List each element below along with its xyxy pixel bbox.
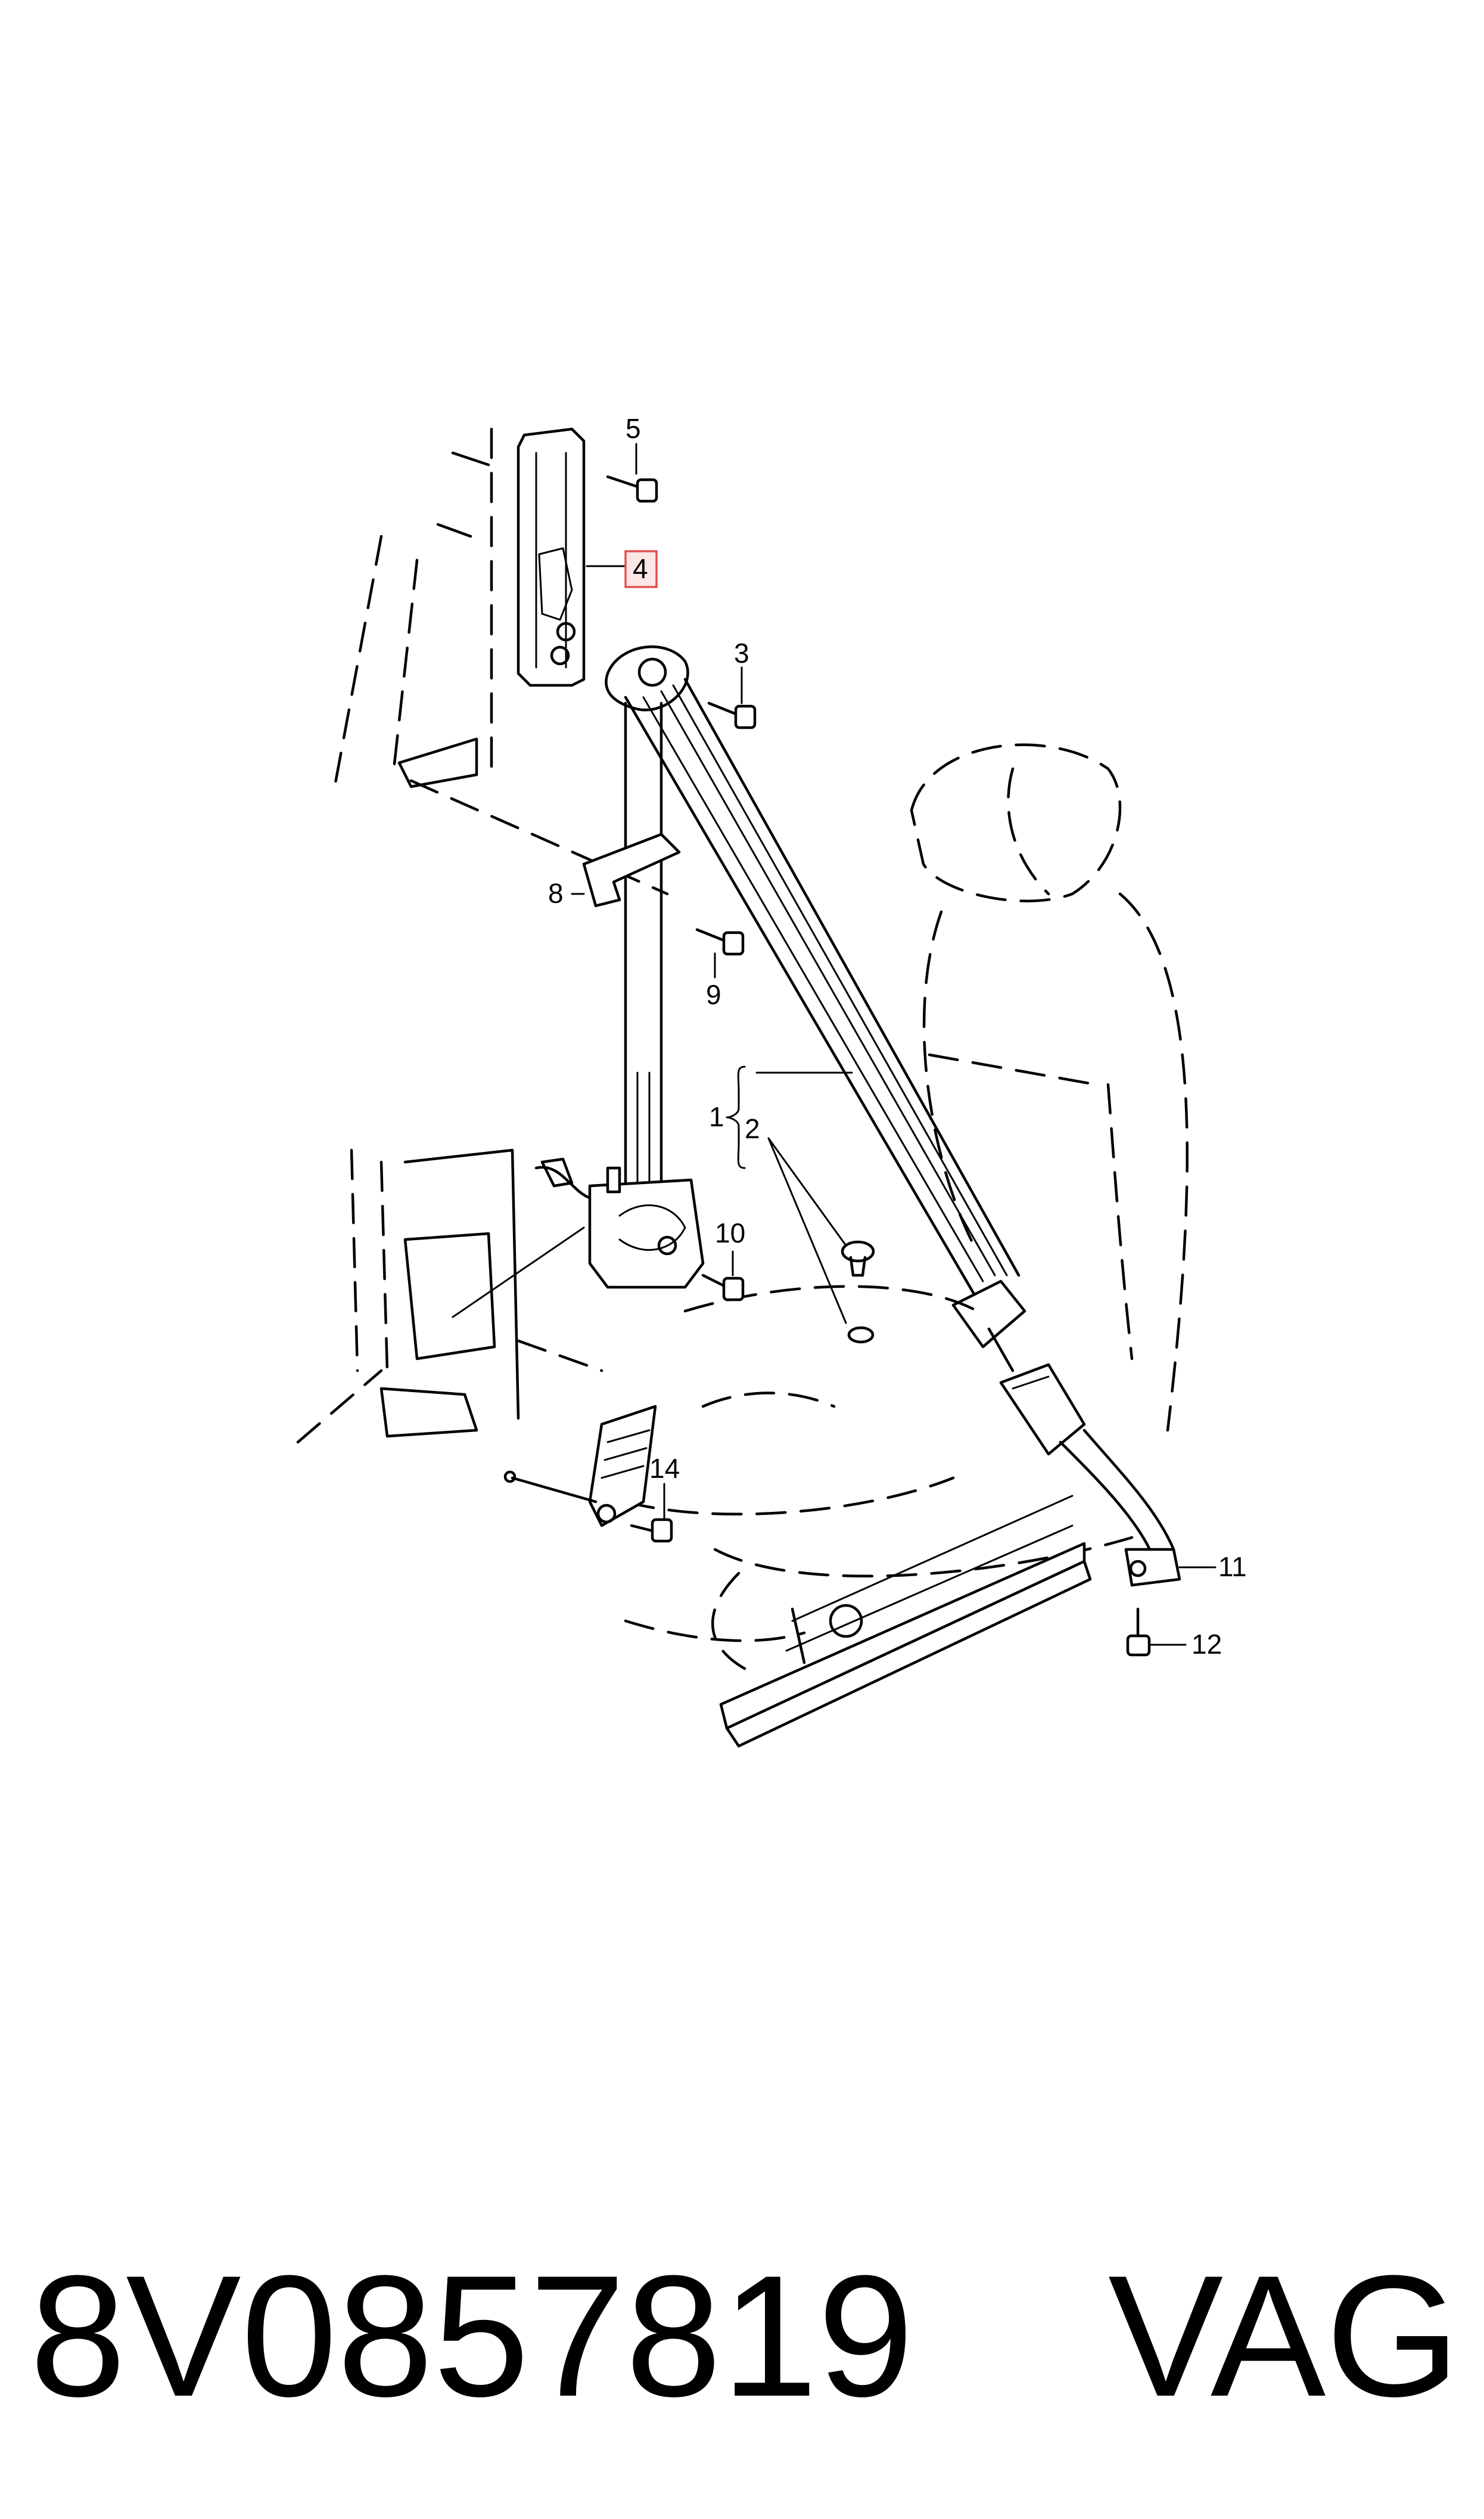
part-number: 8V0857819 [30, 2240, 914, 2433]
callout-4-highlight [624, 550, 658, 588]
bolt-3-icon [707, 701, 757, 729]
bolt-5-icon [606, 475, 658, 503]
fasteners [582, 475, 1151, 1657]
callout-14: 14 [649, 1453, 680, 1484]
callouts: 5 4 3 8 9 1 2 10 14 11 12 [548, 413, 1247, 1660]
belt-buckle [999, 1363, 1181, 1587]
body-pillar-outline [296, 427, 669, 1444]
seat-rail [719, 1495, 1092, 1748]
screw-9-icon [695, 928, 745, 956]
bolt-10-icon [701, 1274, 745, 1302]
callout-12: 12 [1191, 1629, 1222, 1660]
callout-11: 11 [1218, 1551, 1247, 1582]
callout-9: 9 [706, 979, 721, 1010]
callout-5: 5 [626, 413, 641, 444]
lower-anchor [503, 1405, 657, 1527]
bolt-12-icon [1126, 1607, 1151, 1657]
seat-outline [624, 743, 1189, 1670]
callout-8: 8 [548, 878, 564, 909]
callout-3: 3 [734, 638, 749, 669]
callout-4: 4 [633, 553, 648, 584]
height-adjuster [517, 427, 586, 687]
callout-1: 1 [709, 1101, 724, 1132]
belt-retractor [534, 1157, 705, 1289]
bracket-8-icon [582, 833, 681, 908]
callout-2: 2 [745, 1113, 760, 1144]
callout-10: 10 [715, 1217, 745, 1248]
clip-2-icon [841, 1240, 875, 1344]
brand-label: VAG [1108, 2240, 1460, 2433]
bolt-14-icon [630, 1518, 673, 1543]
leader-lines [452, 443, 1217, 1646]
belt-webbing [605, 645, 1026, 1372]
